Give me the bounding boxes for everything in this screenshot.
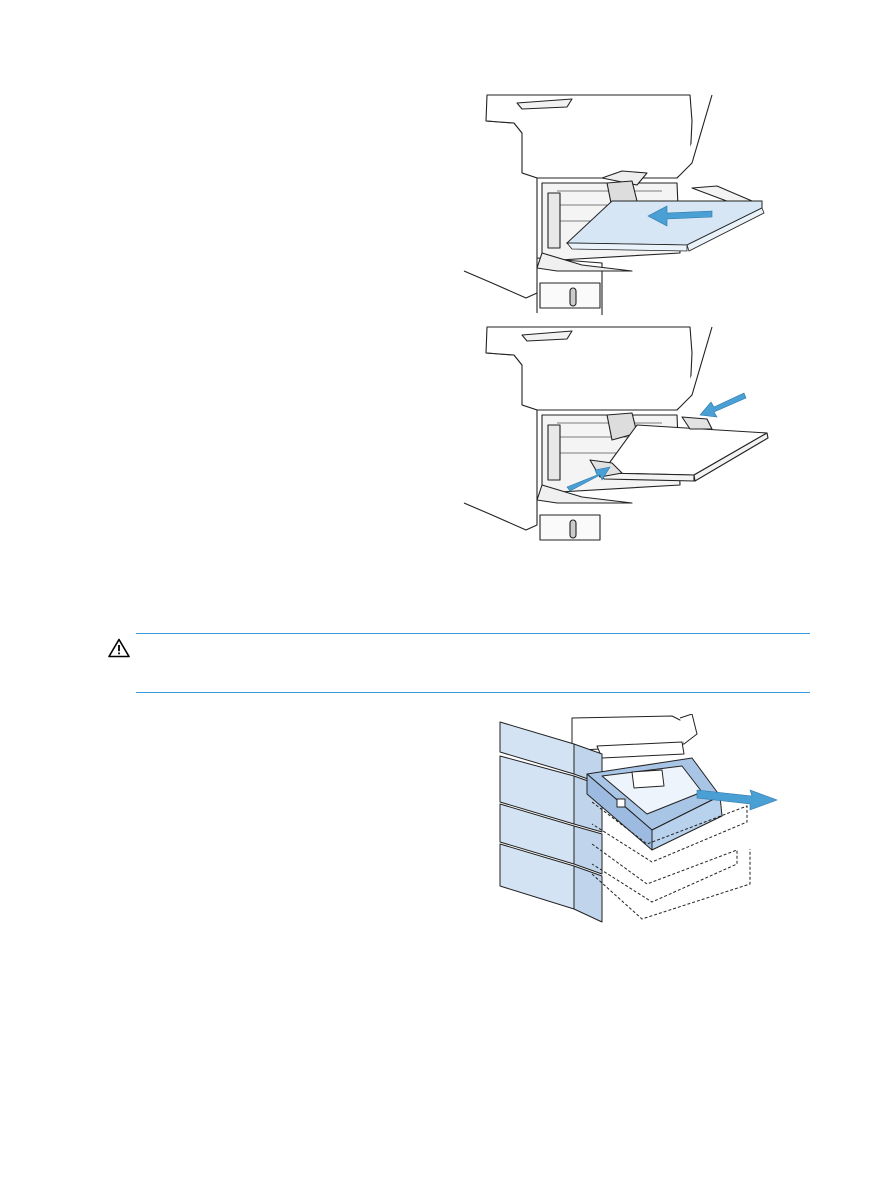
tray1-load-paper-illustration [463,94,765,315]
caution-warning-icon [108,638,130,658]
caution-top-rule [136,633,810,634]
tray1-adjust-guides-illustration [463,326,769,541]
tray-pull-out-illustration [499,714,778,923]
caution-bottom-rule [136,692,810,693]
